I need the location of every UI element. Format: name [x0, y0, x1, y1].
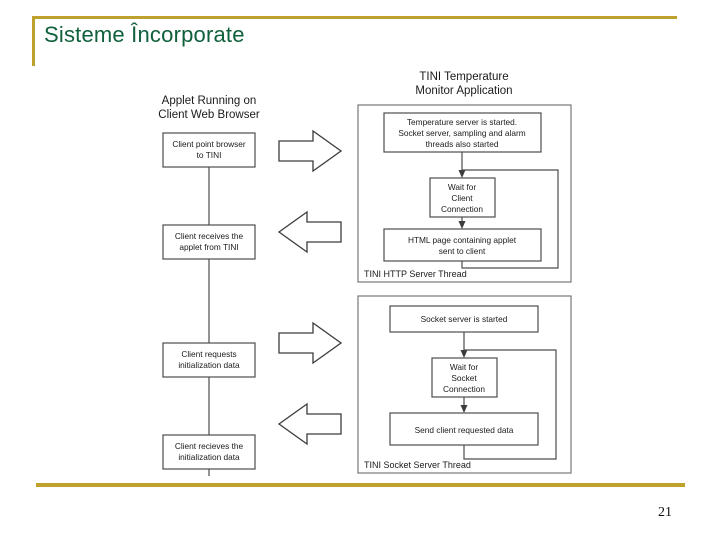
http-feedback-loop: [461, 169, 559, 269]
socket-box-wait-socket-connection: Wait for Socket Connection: [431, 357, 498, 398]
socket-box-2-line1: Wait for: [450, 362, 479, 372]
left-box-client-point-browser: Client point browser to TINI: [162, 132, 256, 168]
http-box-1-line1: Temperature server is started.: [407, 117, 517, 127]
arrow-left-applet-response-icon: [277, 210, 342, 254]
left-box-3-line2: initialization data: [178, 360, 240, 370]
socket-box-3-line1: Send client requested data: [415, 425, 514, 435]
left-box-1-line2: to TINI: [197, 150, 222, 160]
socket-arrowhead-2-icon: [460, 405, 468, 413]
http-box-3-line2: sent to client: [439, 246, 486, 256]
left-column-heading-line1: Applet Running on: [162, 95, 257, 107]
arrow-right-init-request-icon: [278, 321, 343, 365]
http-arrowhead-1-icon: [458, 170, 466, 178]
footer-rule: [36, 483, 685, 487]
right-column-heading-line2: Monitor Application: [415, 85, 512, 97]
socket-thread-label: TINI Socket Server Thread: [364, 460, 471, 470]
right-column-heading-line1: TINI Temperature: [419, 71, 508, 83]
socket-box-send-client-data: Send client requested data: [389, 412, 539, 446]
http-box-3-line1: HTML page containing applet: [408, 235, 517, 245]
page-title: Sisteme Încorporate: [44, 22, 245, 47]
socket-box-2-line2: Socket: [451, 373, 477, 383]
left-box-2-line1: Client receives the: [175, 231, 244, 241]
title-left-rule: [32, 16, 35, 66]
socket-box-socket-server-started: Socket server is started: [389, 305, 539, 333]
left-box-client-receives-applet: Client receives the applet from TINI: [162, 224, 256, 260]
left-column-heading-line2: Client Web Browser: [158, 109, 260, 121]
http-arrowhead-2-icon: [458, 221, 466, 229]
left-box-4-line1: Client recieves the: [175, 441, 244, 451]
socket-box-2-line3: Connection: [443, 384, 485, 394]
page-number: 21: [658, 505, 672, 520]
left-box-client-requests-init: Client requests initialization data: [162, 342, 256, 378]
arrow-left-init-response-icon: [277, 402, 342, 446]
http-box-wait-client-connection: Wait for Client Connection: [429, 177, 496, 218]
socket-server-thread-panel: Socket server is started Wait for Socket…: [357, 295, 572, 474]
http-box-html-page-sent: HTML page containing applet sent to clie…: [383, 228, 542, 262]
arrow-right-browse-request-icon: [278, 129, 343, 173]
http-box-2-line1: Wait for: [448, 182, 477, 192]
title-top-rule: [32, 16, 677, 19]
http-box-2-line3: Connection: [441, 204, 483, 214]
http-box-1-line2: Socket server, sampling and alarm: [398, 128, 525, 138]
http-box-2-line2: Client: [451, 193, 473, 203]
socket-box-1-line1: Socket server is started: [421, 314, 508, 324]
socket-feedback-loop: [463, 349, 557, 460]
http-box-1-line3: threads also started: [426, 139, 499, 149]
left-box-4-line2: initialization data: [178, 452, 240, 462]
left-box-client-receives-init: Client recieves the initialization data: [162, 434, 256, 470]
left-box-1-line1: Client point browser: [172, 139, 246, 149]
http-thread-label: TINI HTTP Server Thread: [364, 269, 467, 279]
left-box-2-line2: applet from TINI: [179, 242, 238, 252]
http-server-thread-panel: Temperature server is started. Socket se…: [357, 104, 572, 283]
socket-arrowhead-1-icon: [460, 350, 468, 358]
left-box-3-line1: Client requests: [181, 349, 236, 359]
http-box-temperature-server-started: Temperature server is started. Socket se…: [383, 112, 542, 153]
architecture-diagram: Applet Running on Client Web Browser Cli…: [0, 56, 720, 476]
